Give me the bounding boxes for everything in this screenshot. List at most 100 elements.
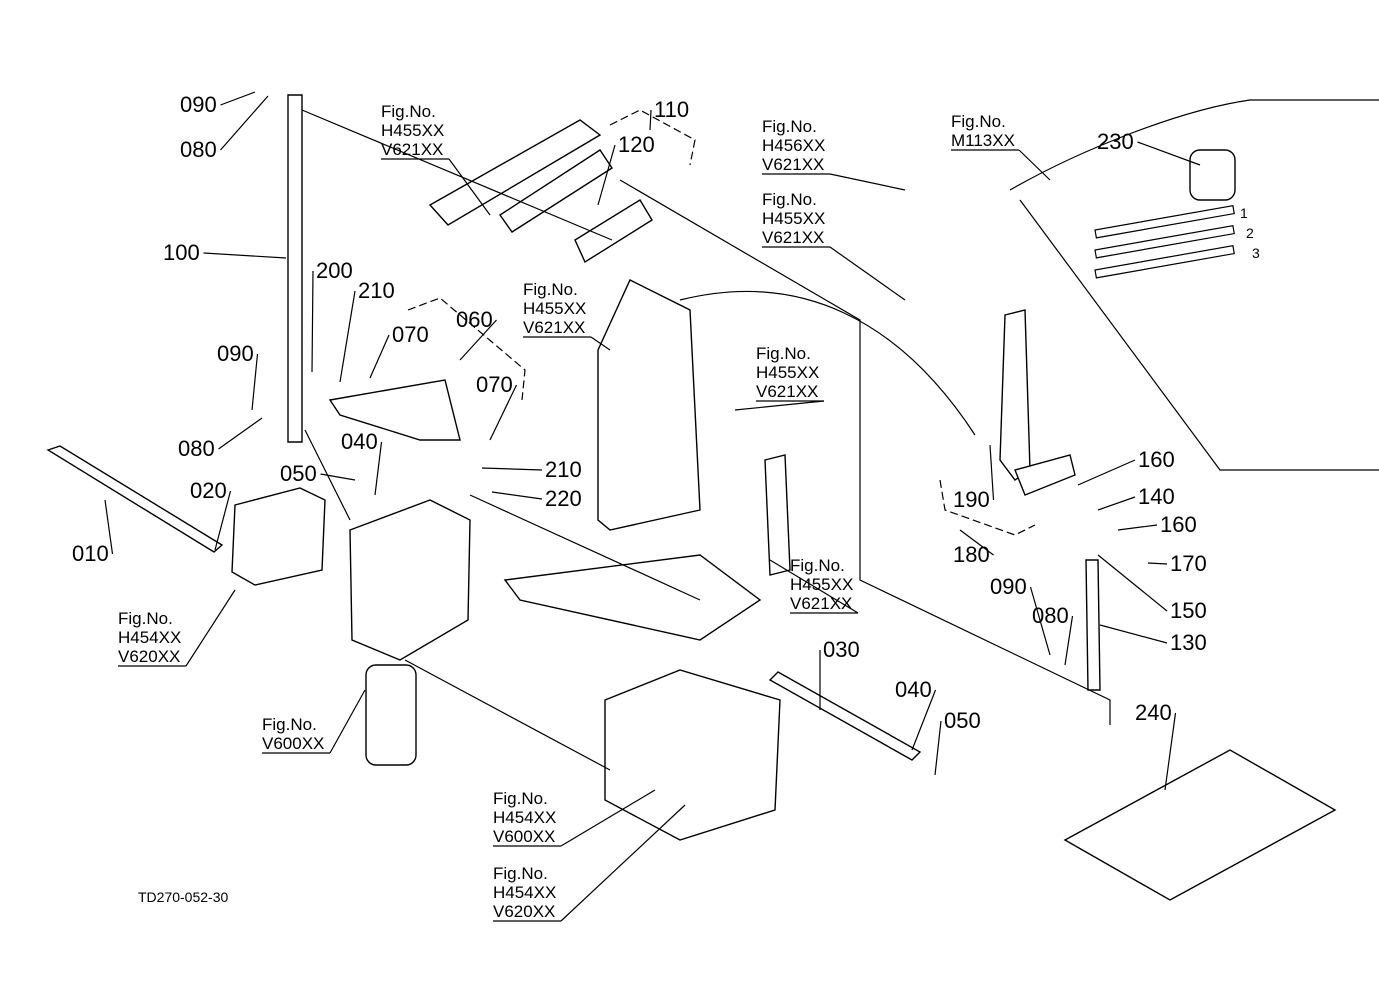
part-label-190: 190 (953, 487, 990, 512)
leader-line (1164, 712, 1177, 791)
leader-line (251, 353, 259, 411)
leader-line (1099, 624, 1168, 644)
part-label-160: 160 (1160, 512, 1197, 537)
part-label-220: 220 (545, 486, 582, 511)
figure-ref-line: Fig.No. (493, 789, 548, 808)
figure-ref-line: H454XX (493, 808, 556, 827)
gear-slot (1094, 244, 1235, 279)
bracket-center (597, 279, 701, 531)
figure-ref-line: Fig.No. (762, 190, 817, 209)
leader-line (369, 334, 390, 379)
figure-ref-line: V600XX (493, 827, 555, 846)
figure-ref-line: H455XX (523, 299, 586, 318)
figure-ref-leader (734, 400, 825, 411)
part-label-050: 050 (280, 461, 317, 486)
figure-ref-leader (769, 559, 859, 614)
leader-line (339, 290, 356, 383)
figure-ref-line: Fig.No. (381, 102, 436, 121)
part-label-110: 110 (654, 97, 689, 122)
leader-line (214, 490, 232, 551)
part-label-070: 070 (476, 372, 513, 397)
part-label-040: 040 (341, 429, 378, 454)
block-plate (231, 487, 326, 586)
leader-line (220, 91, 256, 106)
gear-mark: 2 (1246, 225, 1254, 241)
figure-ref-line: V620XX (118, 647, 180, 666)
part-label-180: 180 (953, 542, 990, 567)
leader-line (911, 689, 937, 751)
gear-mark: 3 (1252, 245, 1260, 261)
leader-line (1097, 496, 1136, 511)
parts-artwork (46, 94, 1379, 901)
figure-ref-leader (329, 689, 366, 754)
leader-line (989, 444, 995, 501)
pin-030 (768, 671, 922, 761)
bracket-small (764, 454, 791, 576)
lever-180 (999, 309, 1031, 481)
figure-ref-line: Fig.No. (523, 280, 578, 299)
leader-line (1117, 524, 1158, 531)
figure-ref-line: Fig.No. (262, 715, 317, 734)
figure-ref: Fig.No.V600XX (262, 689, 366, 754)
figure-ref-leader (1018, 149, 1051, 181)
leader-line (203, 252, 287, 259)
part-label-080: 080 (180, 137, 217, 162)
part-label-050: 050 (944, 708, 981, 733)
figure-ref-line: Fig.No. (790, 556, 845, 575)
part-label-140: 140 (1138, 484, 1175, 509)
part-label-090: 090 (217, 341, 254, 366)
figure-ref-line: V621XX (762, 155, 824, 174)
part-label-090: 090 (990, 574, 1027, 599)
leader-line (311, 270, 314, 373)
valve-body-left (349, 499, 471, 661)
figure-ref-line: V621XX (762, 228, 824, 247)
gear-mark: 1 (1240, 205, 1248, 221)
leader-line (491, 491, 543, 500)
part-label-210: 210 (545, 457, 582, 482)
leader-line (1029, 586, 1051, 656)
leader-line (597, 144, 616, 206)
fender-outline (1009, 99, 1379, 471)
part-label-170: 170 (1170, 551, 1207, 576)
rod-130 (1085, 559, 1101, 691)
leader-line (1147, 562, 1168, 565)
figure-ref-line: H455XX (790, 575, 853, 594)
part-label-200: 200 (316, 258, 353, 283)
part-label-040: 040 (895, 677, 932, 702)
figure-ref-line: V621XX (756, 382, 818, 401)
figure-references: Fig.No.H455XXV621XXFig.No.H455XXV621XXFi… (118, 102, 1260, 922)
part-label-090: 090 (180, 92, 217, 117)
group-bracket-060 (407, 297, 526, 401)
link-plate-110 (574, 199, 653, 264)
part-label-100: 100 (163, 240, 200, 265)
leader-line (374, 441, 383, 496)
part-label-070: 070 (392, 322, 429, 347)
link-plate-2 (499, 149, 613, 233)
figure-ref: Fig.No.M113XX (951, 112, 1051, 181)
leader-line (934, 720, 942, 776)
figure-ref-line: V621XX (381, 140, 443, 159)
figure-ref-leader (448, 158, 491, 216)
knob-230 (1189, 149, 1236, 201)
figure-ref-leader (590, 336, 611, 351)
part-label-240: 240 (1135, 700, 1172, 725)
figure-ref-line: V621XX (523, 318, 585, 337)
figure-ref-line: H455XX (762, 209, 825, 228)
gear-slot (1094, 224, 1235, 259)
leader-lines (104, 91, 1201, 791)
figure-ref-line: H455XX (381, 121, 444, 140)
leader-line (320, 473, 356, 481)
figure-ref-line: H455XX (756, 363, 819, 382)
figure-ref-line: M113XX (951, 131, 1015, 150)
group-bracket-110 (609, 109, 696, 166)
drawing-code: TD270-052-30 (138, 889, 228, 905)
figure-ref-leader (829, 246, 906, 301)
